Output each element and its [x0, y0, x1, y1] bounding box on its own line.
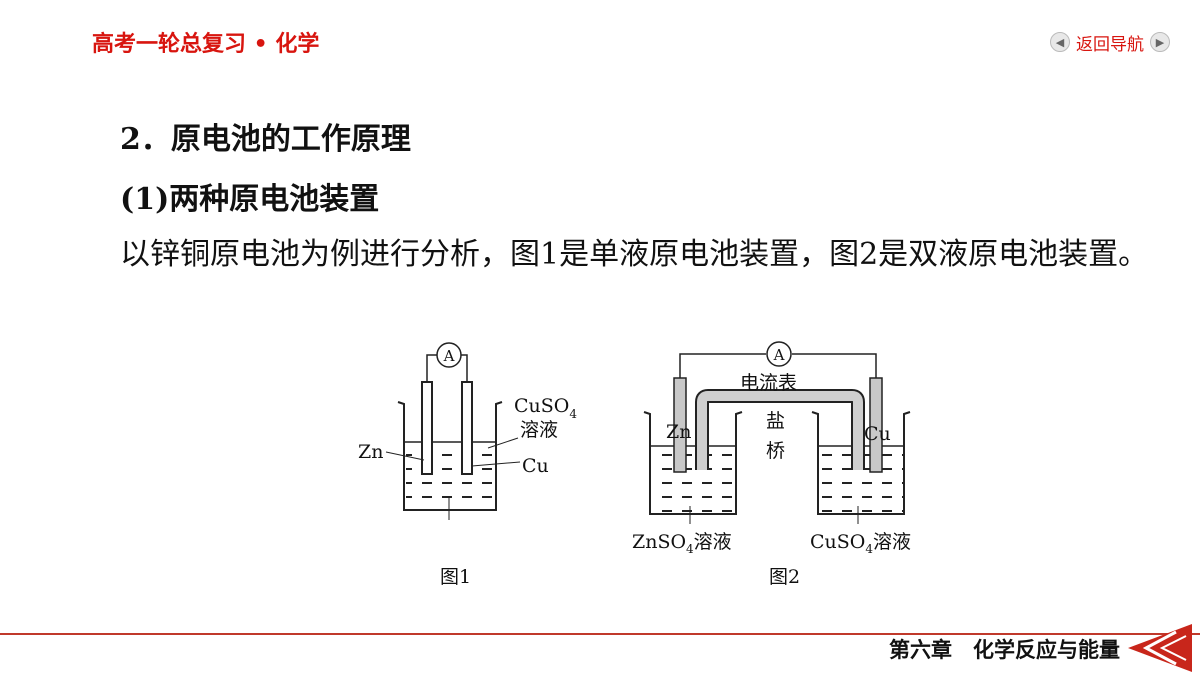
figure1-ammeter-label: A [443, 347, 455, 365]
section-heading: 2．原电池的工作原理 [120, 122, 411, 157]
back-to-navigation-link[interactable]: 返回导航 [1076, 34, 1144, 55]
figure2-bridge-label-2: 桥 [766, 440, 785, 462]
figure1-cu-electrode [461, 381, 473, 475]
figure2-left-solution-label: ZnSO4溶液 [632, 531, 732, 556]
figure1-solution-label: 溶液 [520, 419, 558, 441]
figure1-solution [406, 442, 496, 508]
figure1-caption: 图1 [440, 566, 471, 588]
figure2-salt-bridge [697, 391, 863, 470]
figure2-right-solution-label: CuSO4溶液 [810, 531, 911, 556]
figure2-cu-label: Cu [864, 423, 891, 445]
figure1-ammeter [436, 342, 462, 368]
figure2-ammeter-label: 电流表 [740, 372, 797, 394]
header-title: 高考一轮总复习 • 化学 [92, 32, 320, 57]
figure2-zn-label: Zn [666, 421, 691, 443]
arrow-left-icon[interactable]: ◀ [1050, 32, 1070, 52]
figure2-bridge-label-1: 盐 [766, 410, 785, 432]
figure2-left-solution [652, 446, 736, 512]
figure1: A Zn Cu CuSO4 溶液 图1 [358, 342, 577, 588]
figure2-caption: 图2 [769, 566, 800, 588]
figure2-ammeter-symbol: A [773, 346, 785, 364]
figure2: A 电流表 盐 桥 Zn Cu ZnSO4溶液 CuSO4溶液 图2 [632, 341, 911, 588]
chapter-label: 第六章 化学反应与能量 [889, 638, 1120, 662]
figure2-right-beaker [811, 411, 911, 515]
sub-heading: (1)两种原电池装置 [120, 182, 380, 217]
paragraph: 以锌铜原电池为例进行分析，图1是单液原电池装置，图2是双液原电池装置。 [120, 237, 1149, 272]
arrow-right-icon[interactable]: ▶ [1150, 32, 1170, 52]
nav-group: ◀ 返回导航 ▶ [1050, 30, 1170, 55]
chevron-left-icon[interactable] [1128, 624, 1192, 672]
figure1-zn-label: Zn [358, 441, 383, 463]
footer-divider [0, 633, 1200, 635]
figure2-ammeter [766, 341, 792, 367]
figure1-solution-formula: CuSO4 [514, 395, 577, 421]
figure2-left-beaker [643, 411, 743, 515]
figure1-cu-label: Cu [522, 455, 549, 477]
figure1-beaker [397, 401, 503, 511]
